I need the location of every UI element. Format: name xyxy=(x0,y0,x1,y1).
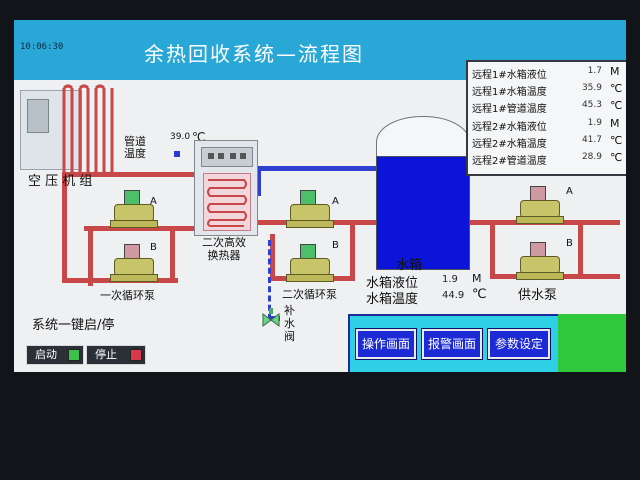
alarm-screen-button[interactable]: 报警画面 xyxy=(422,329,482,359)
primary-pump-a[interactable] xyxy=(110,190,158,230)
remote-row-value: 41.7 xyxy=(581,135,602,145)
hot-pipe-supply-left xyxy=(490,220,495,278)
secondary-pump-b-label: B xyxy=(332,240,339,251)
operate-screen-button[interactable]: 操作画面 xyxy=(356,329,416,359)
compressor-coil xyxy=(60,84,118,176)
water-tank xyxy=(376,116,470,270)
status-panel xyxy=(558,314,626,372)
hot-pipe-primary-riser-b xyxy=(170,226,175,283)
one-key-label: 系统一键启/停 xyxy=(32,318,115,333)
hot-pipe-top xyxy=(62,172,196,177)
supply-pump-a[interactable] xyxy=(516,186,564,226)
clock-display: 10:06:30 xyxy=(20,42,64,52)
water-tank-label: 水箱 xyxy=(396,258,423,273)
remote-row: 远程1#水箱液位 1.7 M xyxy=(472,65,626,82)
title-bar: 10:06:30 余热回收系统—流程图 xyxy=(14,20,626,80)
remote-row-value: 1.9 xyxy=(587,118,602,128)
remote-row: 远程1#管道温度 45.3 ℃ xyxy=(472,99,626,116)
start-button[interactable]: 启动 xyxy=(26,345,84,365)
remote-row-value: 28.9 xyxy=(581,152,602,162)
makeup-valve-icon[interactable] xyxy=(262,308,280,330)
stop-button[interactable]: 停止 xyxy=(86,345,146,365)
remote-row-name: 远程2#水箱液位 xyxy=(472,122,547,133)
hot-pipe-hx-return xyxy=(170,226,196,231)
remote-row-value: 1.7 xyxy=(587,66,602,76)
primary-pump-b-label: B xyxy=(150,242,157,253)
remote-row: 远程2#水箱温度 41.7 ℃ xyxy=(472,134,626,151)
page-title: 余热回收系统—流程图 xyxy=(144,42,364,66)
remote-row-name: 远程1#管道温度 xyxy=(472,104,547,115)
secondary-pump-a-label: A xyxy=(332,196,339,207)
secondary-pump-b[interactable] xyxy=(286,244,334,284)
supply-pump-label: 供水泵 xyxy=(518,288,558,303)
tank-level-value: 1.9 xyxy=(442,274,458,285)
remote-row-unit: M xyxy=(610,117,620,130)
remote-row-name: 远程1#水箱液位 xyxy=(472,70,547,81)
primary-pump-a-label: A xyxy=(150,196,157,207)
hot-pipe-supply-right xyxy=(578,220,583,278)
supply-pump-b[interactable] xyxy=(516,242,564,282)
compressor-label: 空 压 机 组 xyxy=(28,174,93,189)
remote-row-value: 35.9 xyxy=(581,83,602,93)
pipe-temp-value: 39.0 xyxy=(170,132,191,142)
makeup-valve-label: 补 水 阀 xyxy=(284,304,295,343)
remote-row-unit: ℃ xyxy=(610,151,623,164)
supply-pump-a-label: A xyxy=(566,186,573,197)
cold-pipe-hx-tank xyxy=(256,166,376,171)
tank-level-unit: M xyxy=(472,272,482,285)
remote-row: 远程1#水箱温度 35.9 ℃ xyxy=(472,82,626,99)
heat-exchanger xyxy=(194,140,258,236)
remote-row-unit: ℃ xyxy=(610,134,623,147)
heat-exchanger-header xyxy=(201,147,253,167)
temperature-sensor-icon xyxy=(174,151,180,157)
remote-row-name: 远程2#水箱温度 xyxy=(472,139,547,150)
remote-row: 远程2#水箱液位 1.9 M xyxy=(472,117,626,134)
stop-button-label: 停止 xyxy=(95,348,117,361)
remote-row: 远程2#管道温度 28.9 ℃ xyxy=(472,151,626,168)
remote-row-name: 远程1#水箱温度 xyxy=(472,87,547,98)
primary-pump-b[interactable] xyxy=(110,244,158,284)
heat-exchanger-coil xyxy=(203,173,251,231)
hot-pipe-secondary-left xyxy=(270,234,275,280)
heat-exchanger-label: 二次高效 换热器 xyxy=(202,236,246,262)
makeup-pipe xyxy=(268,240,274,320)
start-button-label: 启动 xyxy=(35,348,57,361)
tank-level-label: 水箱液位 xyxy=(366,276,419,291)
water-tank-level xyxy=(376,156,470,270)
tank-temp-label: 水箱温度 xyxy=(366,292,419,307)
start-indicator-icon xyxy=(68,349,80,361)
remote-row-unit: ℃ xyxy=(610,99,623,112)
pipe-temp-label: 管道 温度 xyxy=(124,135,146,160)
remote-readout-panel: 远程1#水箱液位 1.7 M 远程1#水箱温度 35.9 ℃ 远程1#管道温度 … xyxy=(466,60,626,176)
primary-pump-label: 一次循环泵 xyxy=(100,289,155,302)
water-tank-dome xyxy=(376,116,470,157)
remote-row-unit: ℃ xyxy=(610,82,623,95)
remote-row-value: 45.3 xyxy=(581,100,602,110)
hot-pipe-primary-riser-a xyxy=(88,226,93,286)
secondary-pump-label: 二次循环泵 xyxy=(282,288,337,301)
remote-row-unit: M xyxy=(610,65,620,78)
stop-indicator-icon xyxy=(130,349,142,361)
cold-pipe-hx-riser xyxy=(256,166,261,196)
tank-temp-unit: ℃ xyxy=(472,287,487,302)
hot-pipe-primary-a xyxy=(84,226,170,231)
hmi-screen: 10:06:30 余热回收系统—流程图 空 压 机 组 管道 温度 39.0 ℃ xyxy=(14,20,626,372)
parameter-settings-button[interactable]: 参数设定 xyxy=(488,329,550,359)
remote-row-name: 远程2#管道温度 xyxy=(472,156,547,167)
secondary-pump-a[interactable] xyxy=(286,190,334,230)
tank-temp-value: 44.9 xyxy=(442,290,465,301)
hot-pipe-secondary-right xyxy=(350,220,355,280)
hot-pipe-left xyxy=(62,172,67,282)
compressor-control-panel xyxy=(27,99,49,133)
supply-pump-b-label: B xyxy=(566,238,573,249)
